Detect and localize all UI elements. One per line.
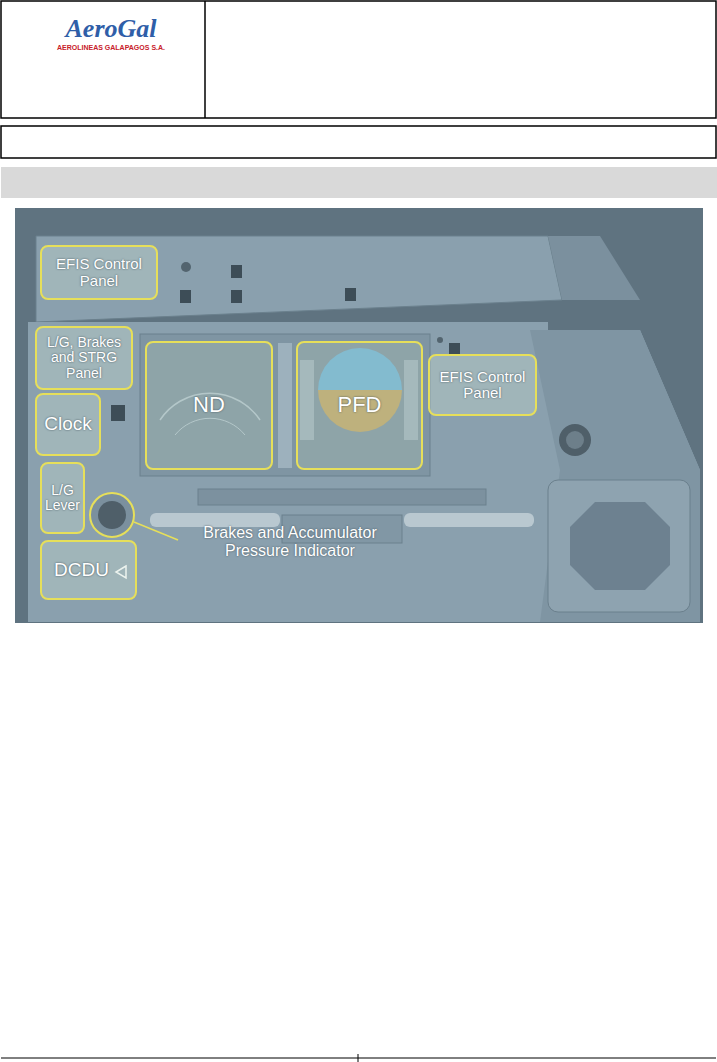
callout-region: EFIS Control Panel [428,354,537,416]
region-label: DCDU [54,560,109,581]
display-region: ND [145,341,273,470]
callout-region: L/G Lever [40,462,85,534]
region-label: EFIS Control Panel [44,256,154,289]
region-label: L/G Lever [44,483,81,514]
callout-region: DCDU [40,540,137,600]
callout-label: Brakes and Accumulator Pressure Indicato… [180,524,400,561]
display-region: PFD [296,341,423,470]
logo-cell: AeroGalAEROLINEAS GALAPAGOS S.A. [26,8,196,58]
callout-region: Clock [35,393,101,456]
logo-text: AeroGal [66,16,157,42]
region-label: L/G, Brakes and STRG Panel [39,335,129,381]
callout-region: L/G, Brakes and STRG Panel [35,326,133,390]
region-label: Clock [44,414,92,435]
company-name: AEROLINEAS GALAPAGOS S.A. [57,44,165,51]
region-label: PFD [338,393,382,417]
region-label: ND [193,393,225,417]
callout-region: EFIS Control Panel [40,245,158,300]
region-label: EFIS Control Panel [432,369,533,402]
